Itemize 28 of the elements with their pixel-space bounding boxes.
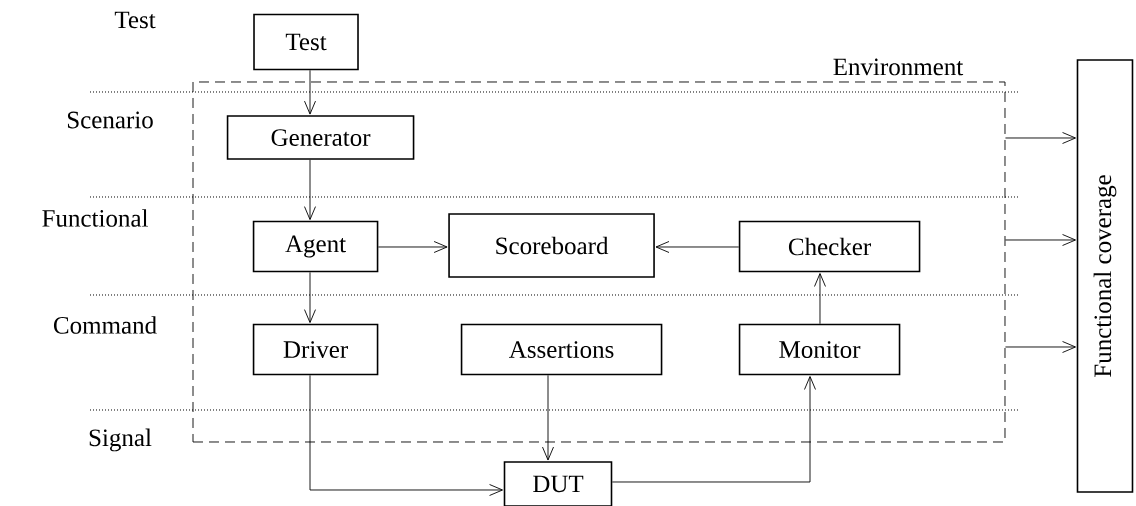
layer-label: Test <box>114 11 156 29</box>
arrow <box>304 271 316 324</box>
arrow <box>1005 234 1076 246</box>
layer-label: Command <box>53 316 157 334</box>
block-box: Generator <box>226 115 415 160</box>
block-box: Monitor <box>738 323 901 376</box>
arrow <box>377 241 448 253</box>
block-box: Test <box>253 13 359 71</box>
arrow <box>304 159 316 221</box>
block-box: DUT <box>503 461 613 506</box>
arrow <box>304 69 316 115</box>
block-box: Driver <box>252 323 379 376</box>
layer-label: Functional <box>42 209 148 227</box>
block-box: Checker <box>738 220 921 273</box>
arrow <box>309 374 503 496</box>
layer-label: Signal <box>89 428 152 452</box>
arrow <box>1005 341 1076 353</box>
block-box: Agent <box>252 220 379 273</box>
arrow <box>1005 132 1076 144</box>
arrow <box>814 273 826 325</box>
layer-label: Scenario <box>67 111 153 129</box>
arrow <box>655 241 740 253</box>
frame-heading: Environment <box>833 58 964 76</box>
block-box: Assertions <box>460 323 663 376</box>
coverage-box: Functional coverage <box>1076 59 1134 493</box>
block-box: Scoreboard <box>448 213 655 278</box>
arrow <box>542 374 554 461</box>
arrow <box>611 376 816 483</box>
